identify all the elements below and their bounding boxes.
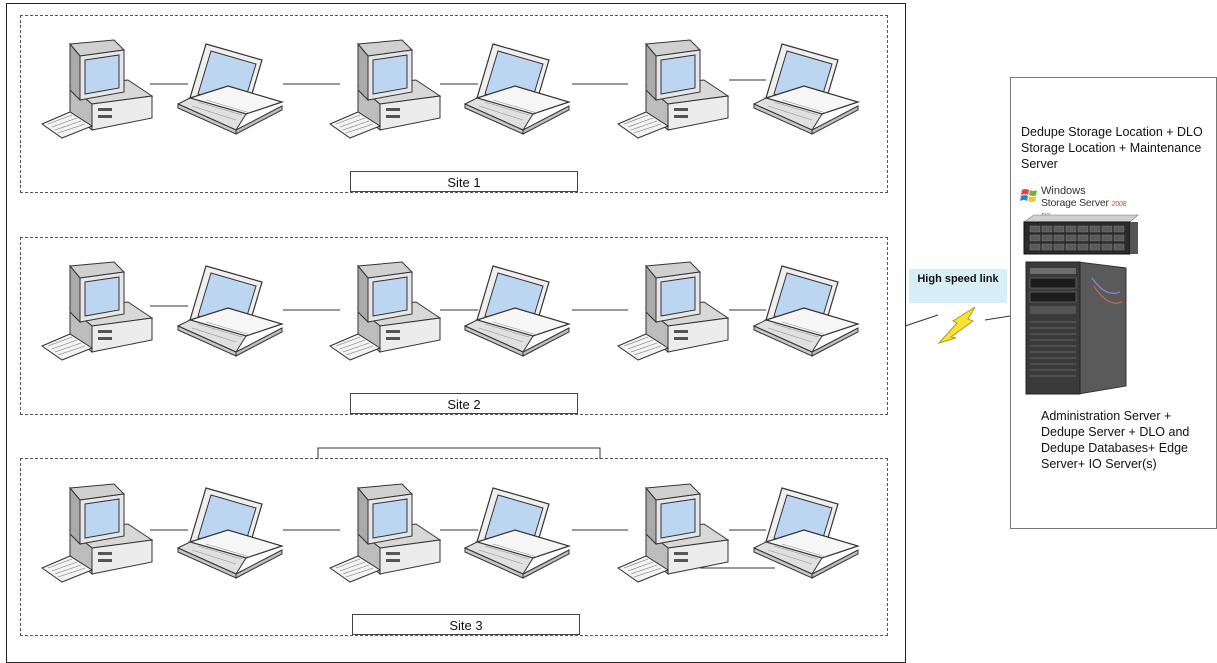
- connection-lines: [150, 79, 1011, 569]
- laptop-icon: [752, 43, 860, 135]
- laptop-icon: [176, 487, 284, 579]
- laptop-icon: [463, 487, 571, 579]
- desktop-computer-icon: [616, 483, 730, 583]
- logo-line-2-text: Storage Server: [1041, 197, 1109, 209]
- laptop-icon: [752, 265, 860, 357]
- desktop-computer-icon: [40, 483, 154, 583]
- desktop-computer-icon: [328, 261, 442, 361]
- high-speed-link-label: High speed link: [909, 269, 1007, 303]
- logo-line-1: Windows: [1041, 185, 1086, 197]
- laptop-icon: [176, 265, 284, 357]
- windows-storage-server-logo: Windows Storage Server 2008 R2: [1019, 184, 1129, 220]
- desktop-computer-icon: [328, 483, 442, 583]
- site-1-box: [20, 15, 888, 193]
- desktop-computer-icon: [616, 261, 730, 361]
- desktop-computer-icon: [40, 39, 154, 139]
- site-2-label: Site 2: [350, 393, 578, 414]
- laptop-icon: [463, 265, 571, 357]
- rack-server-icon: [1023, 214, 1139, 255]
- laptop-icon: [463, 43, 571, 135]
- admin-server-description: Administration Server + Dedupe Server + …: [1041, 409, 1190, 471]
- windows-flag-icon: [1020, 189, 1037, 202]
- laptop-icon: [752, 487, 860, 579]
- site-1-label: Site 1: [350, 171, 578, 192]
- laptop-icon: [176, 43, 284, 135]
- desktop-computer-icon: [616, 39, 730, 139]
- site-3-box: [20, 458, 888, 636]
- desktop-computer-icon: [40, 261, 154, 361]
- site-2-box: [20, 237, 888, 415]
- tower-server-icon: [1025, 261, 1127, 395]
- storage-server-description: Dedupe Storage Location + DLO Storage Lo…: [1021, 125, 1203, 171]
- site-3-label: Site 3: [352, 614, 580, 635]
- desktop-computer-icon: [328, 39, 442, 139]
- lightning-bolt-icon: [937, 306, 976, 344]
